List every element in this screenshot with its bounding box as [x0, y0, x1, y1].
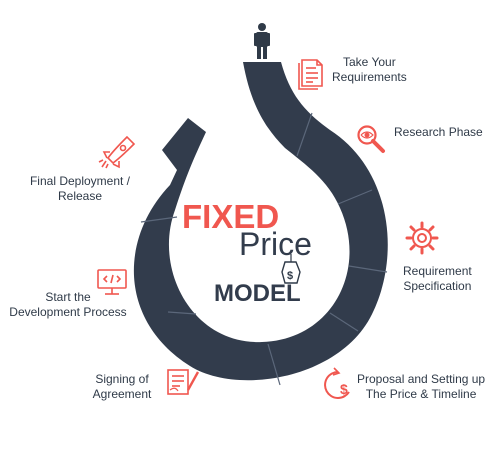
step-signing-agreement: Signing of Agreement	[84, 372, 160, 402]
step-label-line: Agreement	[92, 387, 152, 401]
step-requirement-specification: Requirement Specification	[403, 264, 472, 294]
step-start-development: Start the Development Process	[2, 290, 134, 320]
signed-document-icon	[167, 369, 200, 395]
step-label-line: Final Deployment /	[29, 174, 131, 188]
step-label-line: Release	[57, 189, 103, 203]
step-label-line: Start the	[45, 290, 91, 304]
title-model: MODEL	[214, 280, 301, 307]
rocket-icon	[98, 135, 136, 169]
document-icon	[298, 59, 323, 90]
segment-dividers	[140, 112, 388, 386]
step-label-line: Requirements	[332, 70, 407, 84]
code-monitor-icon	[97, 269, 127, 295]
step-label-line: The Price & Timeline	[365, 387, 477, 401]
title-price: Price	[239, 226, 312, 262]
step-label-line: Proposal and Setting up	[357, 372, 486, 386]
step-research-phase: Research Phase	[394, 125, 483, 140]
title-fixed: FIXED	[182, 198, 280, 235]
price-tag-icon: $	[281, 254, 301, 284]
step-label-line: Specification	[403, 279, 472, 293]
step-label-line: Take Your	[342, 55, 396, 69]
gear-icon	[405, 221, 439, 255]
person-figure	[254, 23, 270, 59]
step-label-line: Research Phase	[394, 125, 483, 139]
step-proposal-price: Proposal and Setting up The Price & Time…	[357, 372, 485, 402]
step-take-requirements: Take Your Requirements	[332, 55, 407, 85]
process-track	[133, 62, 388, 381]
step-label-line: Development Process	[9, 305, 127, 319]
magnifier-icon	[357, 125, 385, 153]
svg-text:$: $	[287, 270, 293, 282]
step-label-line: Requirement	[403, 264, 472, 278]
svg-text:$: $	[340, 381, 348, 397]
step-final-deployment: Final Deployment / Release	[20, 174, 140, 204]
step-label-line: Signing of	[95, 372, 149, 386]
dollar-clock-icon: $	[324, 367, 350, 399]
